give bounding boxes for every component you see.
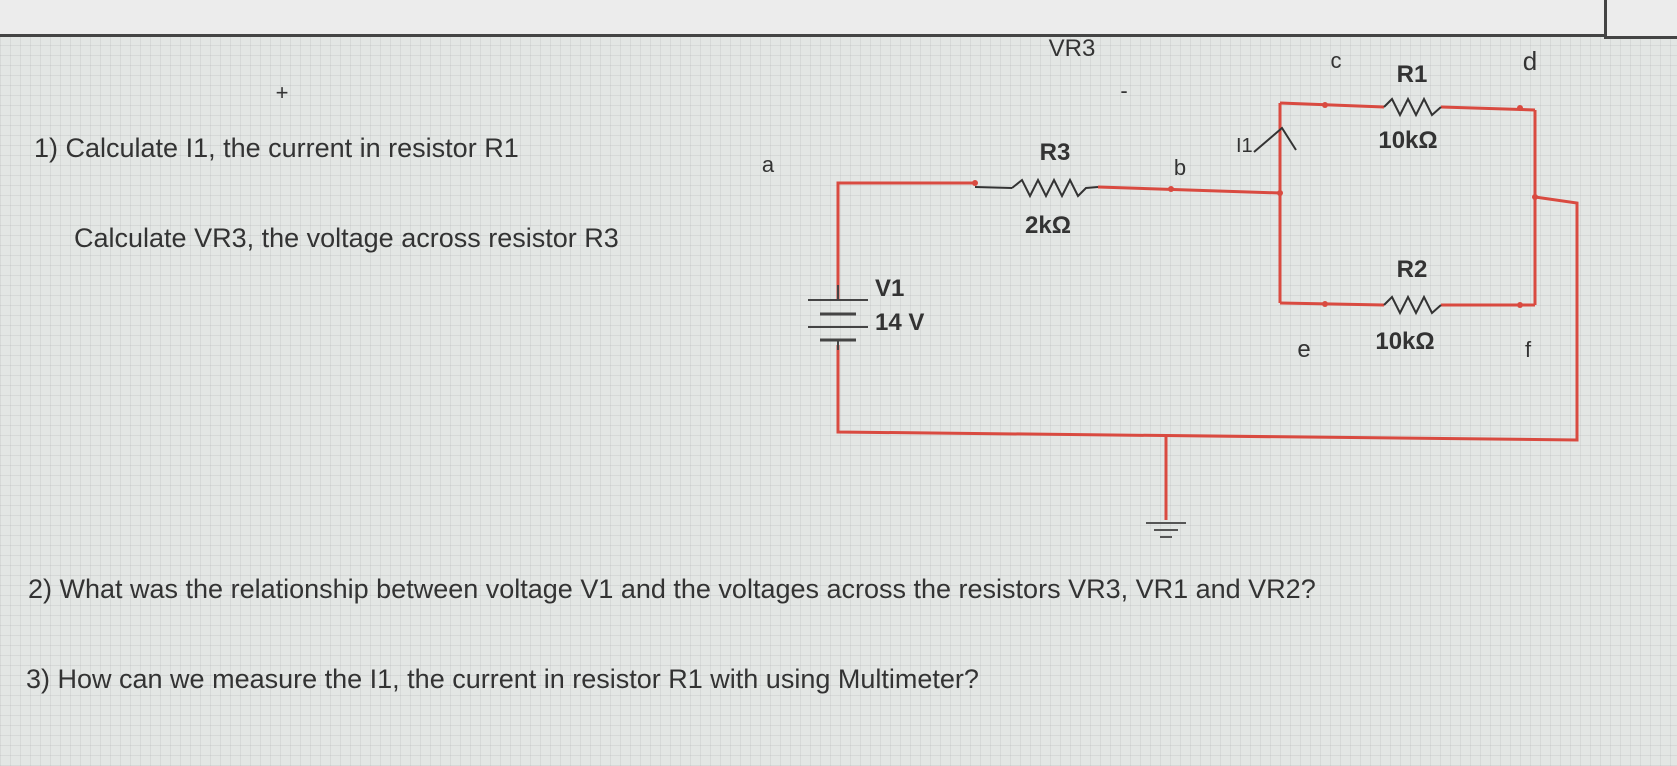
node-label-b: b — [1174, 155, 1186, 180]
vr3-minus-sign: - — [1120, 78, 1127, 103]
wire-left — [836, 181, 975, 300]
r1-value: 10kΩ — [1378, 127, 1437, 154]
resistor-r2: R2 10kΩ — [1375, 256, 1442, 355]
question-1b: Calculate VR3, the voltage across resist… — [74, 223, 619, 253]
r3-lead — [974, 186, 1013, 189]
node-dot-a — [972, 180, 978, 186]
r2-label: R2 — [1397, 256, 1428, 283]
vr3-plus-sign: + — [276, 80, 289, 105]
r3-label: R3 — [1040, 139, 1071, 166]
r1-label: R1 — [1397, 61, 1428, 88]
ground-symbol — [1146, 522, 1186, 538]
wire-r3-right — [1097, 185, 1281, 195]
wires — [836, 101, 1579, 520]
current-arrow-i1: I1 — [1236, 126, 1297, 157]
r3-zigzag — [1011, 177, 1099, 199]
v1-label: V1 — [875, 275, 904, 302]
node-label-d: d — [1523, 46, 1537, 76]
node-dot-c — [1322, 102, 1328, 108]
node-label-a: a — [762, 152, 775, 177]
node-label-e: e — [1297, 336, 1310, 363]
i1-label: I1 — [1236, 135, 1253, 157]
r3-value: 2kΩ — [1025, 212, 1071, 239]
node-dot-e — [1322, 301, 1328, 307]
question-3: 3) How can we measure the I1, the curren… — [26, 664, 979, 694]
v1-value: 14 V — [875, 309, 924, 336]
i1-arrow — [1253, 126, 1297, 153]
voltmeter-vr3: VR3 + + - — [276, 35, 1128, 105]
resistor-r3: R3 2kΩ — [974, 139, 1099, 239]
r2-value: 10kΩ — [1375, 328, 1434, 355]
node-label-f: f — [1525, 337, 1532, 362]
node-dot-d — [1517, 105, 1523, 111]
r1-zigzag — [1383, 96, 1442, 118]
node-label-c: c — [1331, 48, 1342, 73]
wire-e-r2 — [1279, 301, 1385, 307]
node-dot-split — [1277, 190, 1283, 196]
node-markers — [972, 102, 1538, 308]
top-bar — [0, 0, 1677, 37]
node-labels: a b c d e f — [762, 46, 1537, 363]
node-dot-f — [1517, 302, 1523, 308]
top-bar-corner — [1604, 0, 1677, 39]
vr3-label: VR3 — [1049, 35, 1096, 62]
node-dot-b — [1168, 186, 1174, 192]
r2-zigzag — [1383, 294, 1442, 316]
wire-return — [836, 195, 1579, 442]
question-1: 1) Calculate I1, the current in resistor… — [34, 133, 519, 163]
battery-v1: V1 14 V — [808, 275, 924, 350]
wire-c-r1 — [1279, 101, 1385, 109]
resistor-r1: R1 10kΩ — [1378, 61, 1442, 154]
question-2: 2) What was the relationship between vol… — [28, 574, 1316, 604]
node-dot-right — [1532, 194, 1538, 200]
